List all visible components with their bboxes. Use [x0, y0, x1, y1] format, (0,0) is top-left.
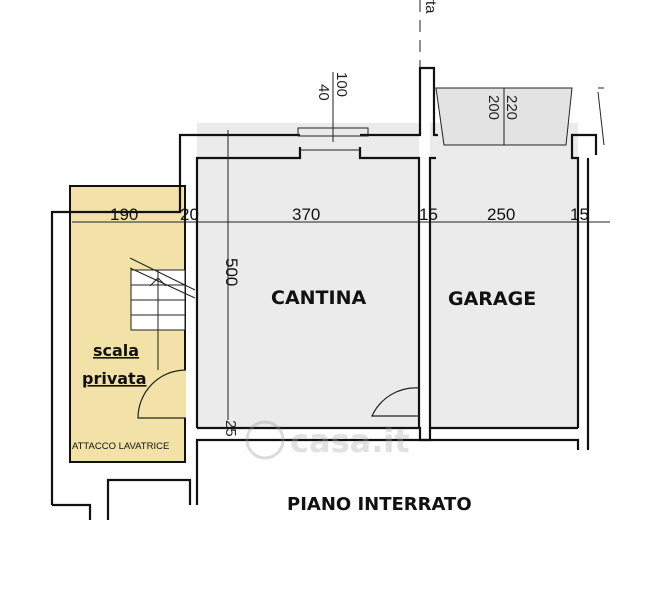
stair-door[interactable]: [137, 369, 187, 419]
dim-wall-1: 20: [180, 205, 199, 224]
watermark-logo: casa.it: [245, 420, 410, 460]
walls: [50, 66, 605, 520]
garage-room: [430, 123, 578, 428]
dim-garage-width: 250: [487, 205, 515, 224]
top-label-fragment: rta: [422, 0, 439, 14]
dim-stair-width: 190: [110, 205, 138, 224]
room-label-garage: GARAGE: [448, 288, 536, 310]
stair-label-line2: privata: [82, 369, 147, 388]
room-label-cantina: CANTINA: [271, 287, 366, 309]
dim-garage-door-bottom: 200: [485, 95, 502, 120]
cantina-room: [197, 123, 419, 428]
dim-cantina-width: 370: [292, 205, 320, 224]
dim-cantina-depth: 500: [222, 258, 241, 286]
cantina-door[interactable]: [371, 387, 420, 417]
dim-bottom-wall: 25: [222, 420, 239, 437]
plan-title: PIANO INTERRATO: [287, 494, 472, 515]
laundry-note: ATTACCO LAVATRICE: [72, 441, 169, 452]
dim-window-top: 100: [333, 72, 350, 97]
dim-wall-2: 15: [419, 205, 438, 224]
dim-garage-door-top: 220: [503, 95, 520, 120]
watermark-text: casa.it: [290, 422, 410, 460]
stair-steps: [129, 257, 196, 370]
stair-label-line1: scala: [93, 341, 139, 360]
dim-wall-3: 15: [570, 205, 589, 224]
dimension-lines: [72, 0, 610, 420]
dim-window-bottom: 40: [315, 84, 332, 101]
